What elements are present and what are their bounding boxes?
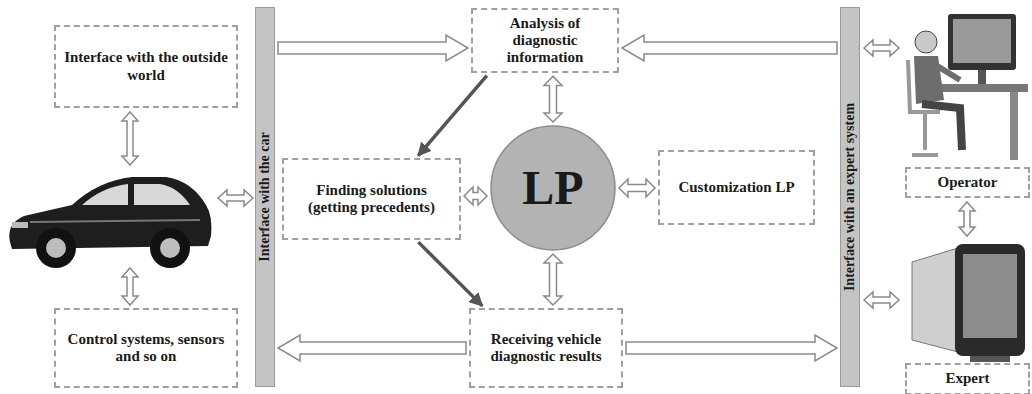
car-hub (160, 238, 180, 258)
car-window (134, 184, 190, 205)
hollow-arrow (544, 76, 562, 122)
lp-circle: LP (490, 125, 616, 251)
double-arrow (218, 190, 253, 206)
process-box: Finding solutions (getting precedents) (282, 158, 461, 240)
bar-label: Interface with the car (257, 132, 273, 261)
interface-bar: Interface with an expert system (840, 7, 860, 387)
chair (908, 60, 940, 155)
role-label-box: Expert (905, 363, 1030, 394)
double-arrow (959, 202, 975, 236)
car-highlight (30, 220, 200, 222)
expert-system-base (970, 356, 1010, 362)
double-arrow (864, 40, 899, 56)
hollow-arrow (278, 35, 468, 61)
circle-label: LP (522, 164, 583, 212)
flow-arrow (418, 242, 482, 306)
operator-illustration (908, 14, 1028, 160)
desk-leg (1010, 92, 1018, 160)
operator-arm (934, 64, 960, 80)
double-arrow (122, 112, 138, 165)
process-box: Customization LP (658, 150, 815, 225)
circle-fill (491, 126, 615, 250)
car-window (82, 184, 128, 205)
process-box: Analysis of diagnostic information (471, 8, 619, 74)
monitor-stand (978, 70, 986, 84)
car-illustration (9, 177, 211, 268)
monitor (948, 14, 1016, 70)
expert-system-monitor (955, 244, 1025, 356)
box-label: Receiving vehicle diagnostic results (477, 331, 615, 366)
interface-box: Interface with the outside world (54, 25, 238, 108)
monitor-screen (953, 19, 1011, 63)
box-label: Interface with the outside world (62, 49, 230, 84)
operator-body (914, 56, 944, 104)
hollow-arrow (278, 335, 466, 361)
box-label: Expert (945, 370, 989, 387)
interface-box: Control systems, sensors and so on (54, 308, 238, 388)
box-label: Customization LP (678, 179, 794, 196)
box-label: Analysis of diagnostic information (479, 15, 611, 67)
hollow-arrow (544, 254, 562, 305)
box-label: Finding solutions (getting precedents) (290, 182, 453, 217)
car-wheel (36, 228, 76, 268)
process-box: Receiving vehicle diagnostic results (469, 308, 623, 388)
double-arrow (864, 292, 899, 308)
hollow-arrow (622, 35, 837, 61)
role-label-box: Operator (905, 167, 1030, 198)
double-arrow (122, 268, 138, 305)
box-label: Control systems, sensors and so on (62, 331, 230, 366)
hollow-arrow (626, 335, 837, 361)
box-label: Operator (938, 174, 998, 191)
expert-system-case (912, 248, 958, 352)
car-headlight (12, 222, 28, 228)
car-hub (46, 238, 66, 258)
hollow-arrow (619, 179, 655, 197)
bar-label: Interface with an expert system (842, 103, 858, 291)
interface-bar: Interface with the car (255, 7, 275, 387)
expert-illustration (912, 244, 1025, 362)
hollow-arrow (464, 187, 487, 205)
expert-system-screen (963, 254, 1017, 338)
operator-head (915, 31, 937, 53)
flow-arrow (418, 76, 487, 156)
car-wheel (150, 228, 190, 268)
